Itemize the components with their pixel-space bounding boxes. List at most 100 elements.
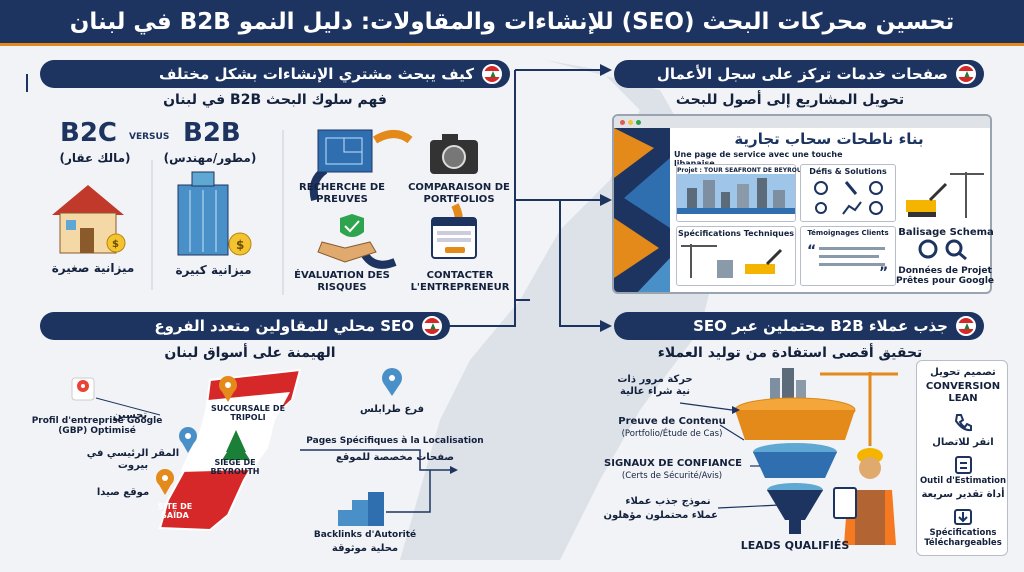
cycle-step-portfolios: COMPARAISON DE PORTFOLIOS: [408, 182, 510, 205]
card-projet: Projet : TOUR SEAFRONT DE BEYROUTH: [676, 164, 811, 222]
form-label: نموذج جذب عملاء: [625, 496, 711, 507]
map-pin-icon: [179, 427, 197, 453]
versus-label: VERSUS: [129, 132, 170, 142]
window-dot-icon: [636, 119, 641, 125]
b2b-label: B2B: [183, 118, 241, 148]
section3-title: SEO محلي للمقاولين متعدد الفروع: [154, 317, 414, 335]
section3-header: SEO محلي للمقاولين متعدد الفروع: [40, 312, 450, 340]
browser-bar: [614, 116, 990, 128]
section2-header: صفحات خدمات تركز على سجل الأعمال: [614, 60, 984, 88]
download-icon: [954, 509, 972, 525]
browser-page-title: بناء ناطحات سحاب تجارية: [734, 130, 924, 148]
gear-search-icon: [918, 239, 967, 260]
b2c-role: (مالك عقار): [59, 151, 131, 165]
map-pin-icon: [156, 469, 174, 495]
map-pin-icon: [219, 376, 237, 402]
quote-lines-icon: “”: [807, 243, 888, 281]
tripoli-branch: فرع طرابلس: [359, 404, 425, 415]
signaux-label: SIGNAUX DE CONFIANCE: [604, 458, 742, 469]
preuve-sub: (Portfolio/Étude de Cas): [621, 429, 723, 439]
leads-label: LEADS QUALIFIÉS: [740, 539, 850, 552]
construction-site-icon: [681, 244, 783, 278]
office-building-icon: $: [177, 171, 252, 256]
section2-title: صفحات خدمات تركز على سجل الأعمال: [656, 65, 948, 83]
estimation-fr: Outil d'Estimation: [919, 476, 1007, 486]
section4-title: جذب عملاء B2B محتملين عبر SEO: [693, 317, 948, 335]
conversion-fr: CONVERSION LEAN: [925, 381, 1001, 404]
section1-title: كيف يبحث مشتري الإنشاءات بشكل مختلف: [159, 65, 474, 83]
svg-text:$: $: [112, 239, 119, 250]
small-budget-label: ميزانية صغيرة: [51, 261, 135, 275]
blueprint-icon: [317, 129, 373, 173]
cycle-step-risques: ÉVALUATION DES RISQUES: [294, 270, 390, 293]
office-blocks-icon: [338, 492, 384, 526]
lebanon-flag-icon: [482, 64, 502, 84]
handshake-shield-icon: [317, 214, 377, 263]
section4-header: جذب عملاء B2B محتملين عبر SEO: [614, 312, 984, 340]
page-title-bar: تحسين محركات البحث (SEO) للإنشاءات والمق…: [0, 0, 1024, 46]
pages-french: Pages Spécifiques à la Localisation: [306, 436, 484, 446]
tools-icons: [814, 181, 883, 215]
pages-arabic: صفحات مخصصة للموقع: [335, 452, 455, 463]
window-dot-icon: [620, 119, 625, 125]
svg-text:$: $: [236, 238, 244, 252]
card-specs: Spécifications Techniques: [676, 226, 796, 286]
b2c-label: B2C: [60, 118, 117, 148]
preuve-label: Preuve de Contenu: [618, 416, 726, 427]
svg-text:“: “: [807, 243, 816, 259]
section1-subtitle: فهم سلوك البحث B2B في لبنان: [163, 92, 387, 108]
section1-header: كيف يبحث مشتري الإنشاءات بشكل مختلف: [40, 60, 510, 88]
cycle-step-contact: CONTACTER L'ENTREPRENEUR: [410, 270, 510, 293]
browser-mockup: بناء ناطحات سحاب تجارية Une page de serv…: [612, 114, 992, 294]
crane-illustration: [900, 164, 986, 222]
estimation-ar: أداة تقدير سريعة: [921, 489, 1005, 500]
google-maps-icon: [71, 377, 95, 401]
saida-site: موقع صيدا: [96, 487, 150, 498]
donnees-label: Données de Projet Prêtes pour Google: [895, 266, 995, 287]
map-tripoli: SUCCURSALE DE TRIPOLI: [210, 404, 286, 423]
excavator-crane-icon: [906, 172, 984, 218]
card-specs-title: Spécifications Techniques: [677, 229, 795, 238]
card-projet-title: Projet : TOUR SEAFRONT DE BEYROUTH: [677, 167, 811, 174]
hq-beirut: المقر الرئيسي في بيروت: [86, 448, 180, 471]
section4-subtitle: تحقيق أقصى استفادة من توليد العملاء: [657, 345, 923, 361]
calculator-icon: [955, 456, 972, 474]
geometric-pattern: [614, 128, 670, 292]
house-icon: $: [52, 185, 126, 254]
card-temoignages-title: Témoignages Clients: [807, 229, 889, 237]
conversion-panel: تصميم تحويل CONVERSION LEAN انقر للاتصال…: [916, 360, 1008, 556]
card-defis-title: Défis & Solutions: [809, 167, 887, 176]
backlinks-french: Backlinks d'Autorité: [313, 530, 417, 540]
cedar-icon: [222, 430, 250, 460]
call-label: انقر للاتصال: [932, 437, 994, 448]
phone-icon: [954, 414, 972, 432]
contact-form-icon: [431, 217, 477, 259]
lebanon-flag-icon: [956, 64, 976, 84]
map-saida: SITE DE SAÏDA: [157, 502, 193, 521]
b2b-role: (مطور/مهندس): [163, 151, 257, 165]
form-label-2: عملاء محتملون مؤهلون: [603, 510, 718, 521]
signaux-sub: (Certs de Sécurité/Avis): [621, 471, 723, 481]
browser-tagline: Une page de service avec une touche liba…: [674, 150, 843, 168]
schema-label: Balisage Schema: [898, 227, 994, 238]
cycle-step-preuves: RECHERCHE DE PREUVES: [299, 182, 385, 205]
camera-icon: [430, 134, 478, 174]
page-title: تحسين محركات البحث (SEO) للإنشاءات والمق…: [69, 8, 955, 35]
window-dot-icon: [628, 119, 633, 125]
map-beyrouth: SIEGE DE BEYROUTH: [210, 458, 260, 477]
gbp-arabic: تحسين: [112, 410, 148, 421]
section2-subtitle: تحويل المشاريع إلى أصول للبحث: [675, 92, 905, 108]
svg-text:”: ”: [879, 265, 888, 281]
traffic-label: حركة مرور ذات نية شراء عالية: [617, 374, 693, 397]
conversion-ar: تصميم تحويل: [930, 367, 996, 378]
gbp-french: Profil d'entreprise Google (GBP) Optimis…: [31, 416, 163, 437]
section3-subtitle: الهيمنة على أسواق لبنان: [164, 345, 336, 361]
lebanon-flag-icon: [956, 316, 976, 336]
map-pin-icon: [382, 368, 402, 396]
lebanon-flag-icon: [422, 316, 442, 336]
city-skyline-image: [677, 174, 795, 214]
